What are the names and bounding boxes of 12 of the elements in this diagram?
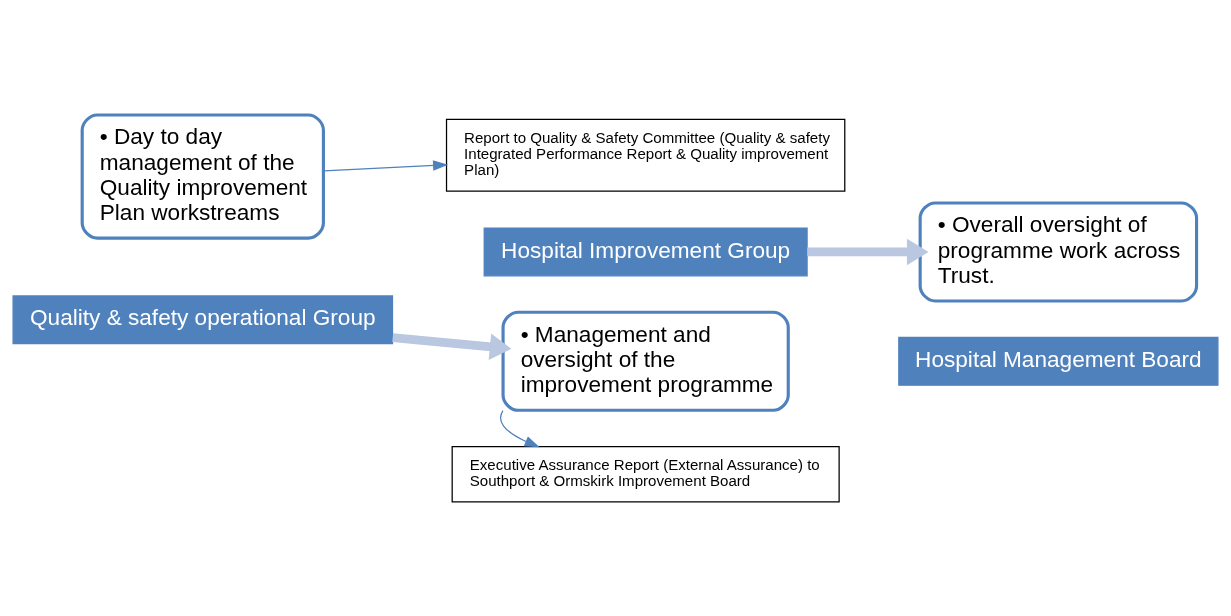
arrow [323, 159, 449, 171]
arrow [499, 409, 540, 447]
arrow [392, 332, 512, 360]
node-box: Executive Assurance Report (External Assurance) to Southport & Ormskirk Improvement Board [451, 445, 840, 503]
node-box: • Management and oversight of the improvement programme [501, 310, 790, 412]
node-box: • Day to day management of the Quality improvement Plan workstreams [80, 112, 325, 240]
arrow [807, 238, 929, 265]
node-box: Quality & safety operational Group [12, 294, 394, 344]
node-box: • Overall oversight of programme work across Trust. [918, 200, 1199, 303]
node-box: Hospital Management Board [898, 336, 1219, 386]
node-box: Report to Quality & Safety Committee (Quality & safety Integrated Performance Report & Quality improvement Plan) [445, 118, 846, 192]
node-box: Hospital Improvement Group [483, 226, 808, 276]
